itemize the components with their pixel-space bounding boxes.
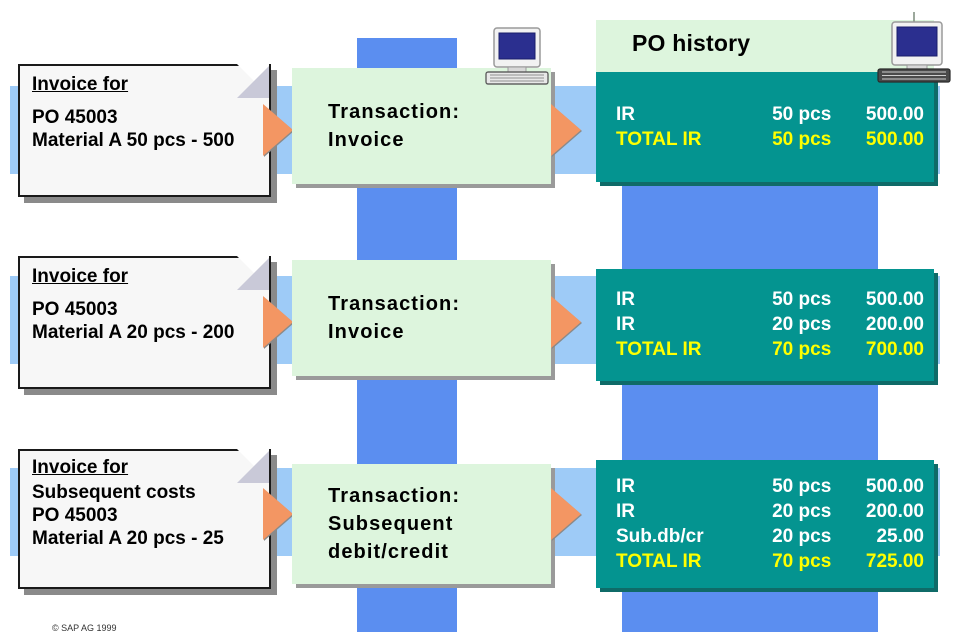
po-row-quantity: 20 pcs xyxy=(772,526,832,547)
arrow-right-icon xyxy=(551,296,581,348)
po-history-header-panel xyxy=(596,20,934,72)
computer-icon xyxy=(472,27,558,89)
document-fold-triangle-icon xyxy=(237,257,270,290)
transaction-line: Invoice xyxy=(328,321,405,343)
po-row-amount: 500.00 xyxy=(865,104,924,125)
arrow-right-icon xyxy=(263,104,293,156)
transaction-label: Transaction: Subsequent debit/credit xyxy=(328,482,460,566)
document-line: Material A 20 pcs - 25 xyxy=(32,528,224,549)
copyright-footer: © SAP AG 1999 xyxy=(52,623,117,633)
document-fold-edge xyxy=(269,449,271,483)
po-row-label: IR xyxy=(616,289,635,310)
transaction-line: debit/credit xyxy=(328,541,449,563)
po-history-total-row: TOTAL IR 50 pcs 500.00 xyxy=(616,127,924,152)
po-row-amount: 25.00 xyxy=(876,526,924,547)
document-line: Material A 50 pcs - 500 xyxy=(32,130,235,151)
document-fold-edge xyxy=(269,256,271,290)
document-fold-triangle-icon xyxy=(237,65,270,98)
transaction-line: Transaction: xyxy=(328,293,461,315)
po-row-quantity: 70 pcs xyxy=(772,551,832,572)
document-line: PO 45003 xyxy=(32,107,118,128)
document-invoice-1[interactable]: Invoice for PO 45003 Material A 50 pcs -… xyxy=(18,64,271,197)
document-line: PO 45003 xyxy=(32,299,118,320)
po-history-row: IR 50 pcs 500.00 xyxy=(616,287,924,312)
po-row-label: IR xyxy=(616,104,635,125)
po-row-label: TOTAL IR xyxy=(616,551,702,572)
po-row-quantity: 50 pcs xyxy=(772,104,832,125)
document-title: Invoice for xyxy=(32,266,129,287)
po-row-quantity: 20 pcs xyxy=(772,501,832,522)
po-row-label: IR xyxy=(616,501,635,522)
po-row-label: TOTAL IR xyxy=(616,339,702,360)
po-history-row: IR 20 pcs 200.00 xyxy=(616,312,924,337)
transaction-line: Transaction: xyxy=(328,485,461,507)
po-row-quantity: 20 pcs xyxy=(772,314,832,335)
transaction-label: Transaction: Invoice xyxy=(328,290,460,346)
po-row-quantity: 50 pcs xyxy=(772,129,832,150)
po-row-amount: 200.00 xyxy=(865,314,924,335)
po-history-rows: IR 50 pcs 500.00 IR 20 pcs 200.00 TOTAL … xyxy=(616,287,924,362)
po-row-label: IR xyxy=(616,476,635,497)
po-row-label: IR xyxy=(616,314,635,335)
po-row-amount: 500.00 xyxy=(865,476,924,497)
po-history-panel-2[interactable]: IR 50 pcs 500.00 IR 20 pcs 200.00 TOTAL … xyxy=(596,269,934,381)
po-history-row: IR 50 pcs 500.00 xyxy=(616,474,924,499)
document-line: PO 45003 xyxy=(32,505,118,526)
po-history-panel-3[interactable]: IR 50 pcs 500.00 IR 20 pcs 200.00 Sub.db… xyxy=(596,460,934,588)
transaction-box-1[interactable]: Transaction: Invoice xyxy=(292,68,551,184)
transaction-line: Invoice xyxy=(328,129,405,151)
po-history-total-row: TOTAL IR 70 pcs 725.00 xyxy=(616,549,924,574)
po-row-quantity: 50 pcs xyxy=(772,289,832,310)
arrow-right-icon xyxy=(263,488,293,540)
document-invoice-2[interactable]: Invoice for PO 45003 Material A 20 pcs -… xyxy=(18,256,271,389)
po-history-title: PO history xyxy=(632,30,751,56)
po-row-quantity: 70 pcs xyxy=(772,339,832,360)
arrow-right-icon xyxy=(551,104,581,156)
transaction-line: Transaction: xyxy=(328,101,461,123)
po-row-amount: 500.00 xyxy=(865,129,924,150)
transaction-line: Subsequent xyxy=(328,513,454,535)
po-row-quantity: 50 pcs xyxy=(772,476,832,497)
po-row-amount: 700.00 xyxy=(865,339,924,360)
po-history-row: IR 20 pcs 200.00 xyxy=(616,499,924,524)
po-history-panel-1[interactable]: IR 50 pcs 500.00 TOTAL IR 50 pcs 500.00 xyxy=(596,72,934,182)
po-history-rows: IR 50 pcs 500.00 TOTAL IR 50 pcs 500.00 xyxy=(616,102,924,152)
document-line: Material A 20 pcs - 200 xyxy=(32,322,235,343)
document-invoice-3[interactable]: Invoice for Subsequent costs PO 45003 Ma… xyxy=(18,449,271,589)
arrow-right-icon xyxy=(263,296,293,348)
document-title: Invoice for xyxy=(32,457,129,478)
po-history-rows: IR 50 pcs 500.00 IR 20 pcs 200.00 Sub.db… xyxy=(616,474,924,574)
po-row-label: TOTAL IR xyxy=(616,129,702,150)
computer-icon xyxy=(868,12,960,84)
document-title: Invoice for xyxy=(32,74,129,95)
po-history-row: Sub.db/cr 20 pcs 25.00 xyxy=(616,524,924,549)
po-row-label: Sub.db/cr xyxy=(616,526,704,547)
document-fold-triangle-icon xyxy=(237,450,270,483)
po-history-total-row: TOTAL IR 70 pcs 700.00 xyxy=(616,337,924,362)
document-fold-edge xyxy=(269,64,271,98)
po-row-amount: 200.00 xyxy=(865,501,924,522)
po-row-amount: 725.00 xyxy=(865,551,924,572)
transaction-label: Transaction: Invoice xyxy=(328,98,460,154)
transaction-box-2[interactable]: Transaction: Invoice xyxy=(292,260,551,376)
document-line: Subsequent costs xyxy=(32,482,196,503)
arrow-right-icon xyxy=(551,488,581,540)
po-history-row: IR 50 pcs 500.00 xyxy=(616,102,924,127)
po-row-amount: 500.00 xyxy=(865,289,924,310)
transaction-box-3[interactable]: Transaction: Subsequent debit/credit xyxy=(292,464,551,584)
